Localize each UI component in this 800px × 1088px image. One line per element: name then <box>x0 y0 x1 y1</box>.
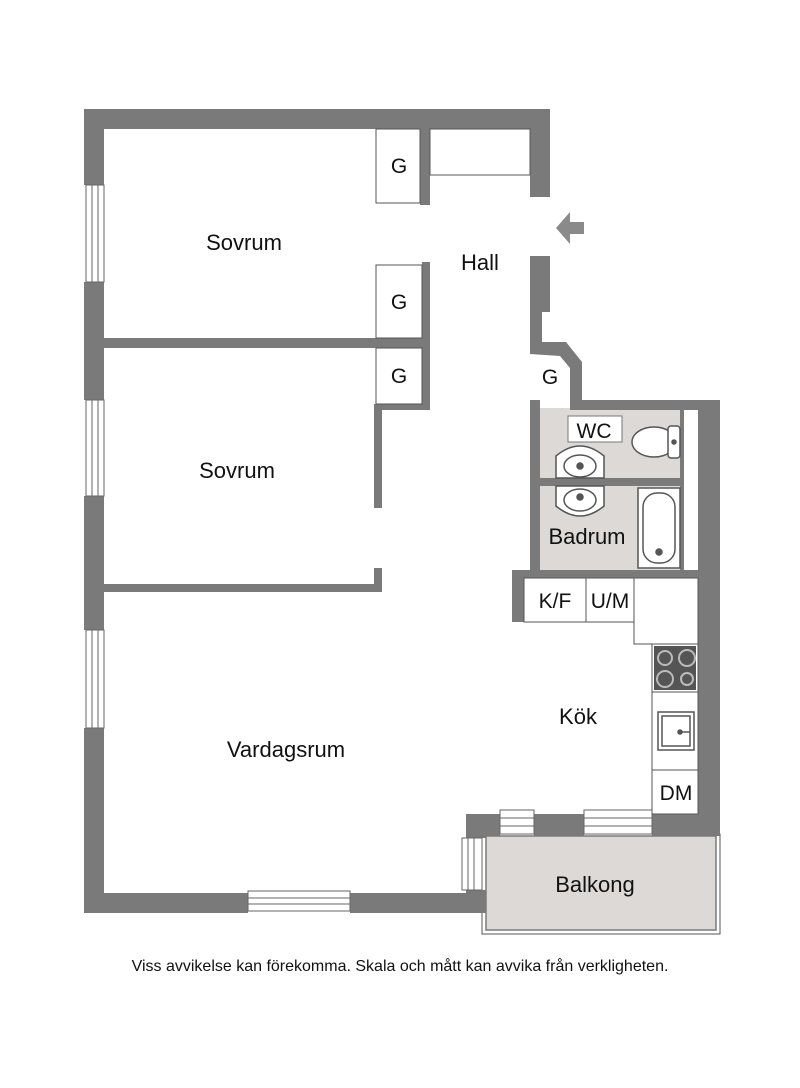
closets <box>375 128 531 405</box>
windows <box>85 184 653 912</box>
dishwasher-label: DM <box>660 782 693 805</box>
toilet-icon <box>631 425 681 459</box>
entrance-arrow-icon <box>556 212 584 244</box>
wc-label-box <box>567 415 623 443</box>
room-label-kok: Kök <box>559 704 598 729</box>
stove-icon <box>654 646 696 690</box>
closet-label-3: G <box>391 365 407 388</box>
room-label-hall: Hall <box>461 250 499 275</box>
closet-label-2: G <box>391 291 407 314</box>
closet-label-1: G <box>391 155 407 178</box>
room-label-vardagsrum: Vardagsrum <box>227 737 345 762</box>
walls <box>84 109 720 913</box>
wc-washbasin-icon <box>555 445 605 479</box>
room-label-sovrum-1: Sovrum <box>206 230 282 255</box>
bathroom-washbasin-icon <box>555 485 605 517</box>
bathtub-icon <box>637 487 681 569</box>
fridge-freezer-label: K/F <box>539 590 572 613</box>
room-label-badrum: Badrum <box>548 524 625 549</box>
disclaimer-text: Viss avvikelse kan förekomma. Skala och … <box>131 958 669 975</box>
room-label-wc: WC <box>577 420 612 443</box>
oven-microwave-label: U/M <box>591 590 630 613</box>
room-label-balkong: Balkong <box>555 872 635 897</box>
kitchen-sink-icon <box>657 711 695 751</box>
closet-label-4: G <box>542 366 558 389</box>
room-label-sovrum-2: Sovrum <box>199 458 275 483</box>
balcony-floor <box>485 835 717 931</box>
kitchen-counters <box>523 577 699 815</box>
